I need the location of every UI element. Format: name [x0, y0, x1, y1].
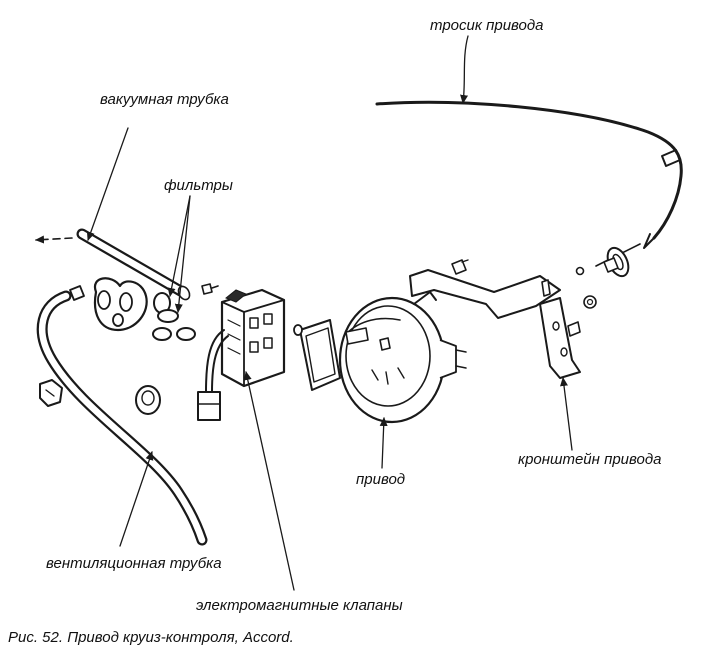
- figure-caption: Рис. 52. Привод круиз-контроля, Accord.: [8, 629, 294, 646]
- actuator: [338, 291, 467, 424]
- drive-cable: [375, 100, 683, 309]
- gasket: [293, 319, 341, 391]
- actuator-leader: [379, 417, 388, 469]
- filters-group: [69, 277, 219, 341]
- filters-leader-2: [174, 195, 191, 313]
- leader-lines: [86, 35, 573, 591]
- solenoid-valves: [197, 288, 286, 421]
- cable-leader: [460, 35, 469, 104]
- vacuum-tube: [35, 228, 191, 301]
- label-ventilation-tube: вентиляционная трубка: [46, 555, 222, 572]
- filters-leader-1: [167, 195, 191, 297]
- label-solenoid-valves: электромагнитные клапаны: [196, 597, 403, 614]
- solenoids-leader: [243, 371, 295, 591]
- label-drive-cable: тросик привода: [430, 17, 544, 34]
- label-actuator-bracket: кронштейн привода: [518, 451, 662, 468]
- label-filters: фильтры: [164, 177, 233, 194]
- label-actuator: привод: [356, 471, 405, 488]
- vacuum-tube-leader: [86, 127, 129, 241]
- label-vacuum-tube: вакуумная трубка: [100, 91, 229, 108]
- actuator-bracket: [409, 259, 581, 379]
- bracket-leader: [560, 377, 573, 451]
- vent-tube-leader: [119, 451, 154, 547]
- ventilation-tube: [36, 290, 208, 546]
